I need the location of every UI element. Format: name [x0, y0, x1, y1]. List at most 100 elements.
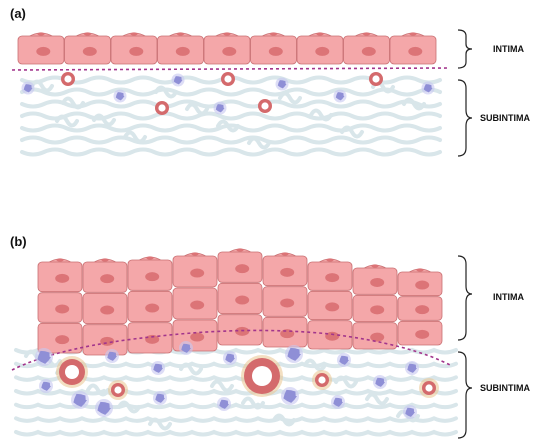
fiber-strand — [20, 87, 442, 97]
intima-cell-layer-a — [17, 32, 437, 65]
synovial-cell — [307, 320, 353, 350]
fiber-strand — [14, 416, 458, 423]
synovial-cell — [397, 296, 443, 321]
subintima-brace-b — [457, 351, 473, 439]
intima-brace-a — [457, 29, 473, 69]
fiber-loop — [309, 108, 333, 122]
panel-b: (b) INTIMA SUBINTIMA — [10, 234, 530, 439]
fiber-loop — [30, 79, 54, 93]
cell-nucleus — [315, 46, 330, 56]
leukocyte-icon — [405, 361, 419, 375]
fiber-loop — [185, 102, 209, 116]
fiber-loop — [179, 362, 203, 376]
vessel-lumen — [372, 75, 380, 83]
leukocyte-icon — [403, 405, 417, 419]
synovial-cell — [307, 290, 353, 321]
vessel-icon — [369, 72, 383, 86]
cell-nucleus — [190, 268, 205, 278]
leukocyte-body — [153, 363, 163, 373]
cell-nucleus — [361, 46, 376, 56]
fiber-loop — [117, 400, 141, 414]
leukocyte-icon — [21, 81, 35, 95]
synovial-cell — [64, 32, 111, 65]
fiber-strand — [20, 99, 442, 109]
cell-nucleus — [235, 295, 250, 305]
synovial-cell — [157, 32, 204, 65]
fiber-loop — [86, 383, 110, 397]
vessel-lumen — [64, 75, 72, 83]
subintima-brace-a — [457, 79, 473, 157]
fiber-loop — [148, 417, 172, 431]
fiber-strand — [14, 402, 458, 410]
cell-nucleus — [415, 280, 430, 290]
synovial-cell — [343, 32, 390, 65]
leukocyte-body — [107, 351, 117, 361]
synovial-cell — [82, 324, 128, 356]
leukocyte-icon — [171, 73, 185, 87]
cell-nucleus — [145, 303, 160, 313]
leukocyte-body — [173, 76, 183, 85]
vessel-lumen — [114, 386, 122, 394]
leukocyte-icon — [223, 351, 237, 365]
vessel-icon — [258, 99, 272, 113]
synovial-cell — [127, 322, 173, 354]
apex-nucleus — [146, 256, 154, 260]
vessel-icon — [241, 355, 283, 397]
cell-nucleus — [325, 273, 340, 283]
cell-nucleus — [280, 267, 295, 277]
fiber-strand — [20, 111, 442, 121]
leukocytes-b — [35, 341, 419, 419]
vessels-b — [56, 355, 439, 400]
panel-a-label: (a) — [10, 6, 26, 21]
leukocyte-icon — [71, 391, 89, 409]
basement-membrane-a — [11, 67, 449, 71]
synovial-cell — [82, 258, 128, 293]
fiber-strand — [20, 123, 442, 133]
intima-label-b: INTIMA — [493, 292, 524, 302]
leukocyte-icon — [331, 395, 345, 409]
synovial-cell — [110, 32, 158, 65]
cell-nucleus — [370, 305, 385, 315]
cell-nucleus — [415, 305, 430, 315]
leukocyte-icon — [39, 379, 53, 393]
leukocyte-icon — [217, 397, 231, 411]
synovial-cell — [217, 282, 263, 315]
synovial-cell — [262, 252, 308, 287]
synovial-cell — [127, 256, 173, 291]
vessel-lumen — [158, 104, 166, 112]
synovial-cell — [262, 286, 308, 317]
synovial-cell — [203, 32, 251, 65]
fiber-strand — [14, 388, 458, 396]
fiber-loop — [272, 413, 296, 427]
leukocyte-body — [181, 343, 191, 353]
fiber-loop — [303, 358, 327, 372]
vessel-icon — [221, 72, 235, 86]
leukocyte-icon — [213, 101, 227, 115]
leukocyte-body — [333, 397, 343, 407]
apex-nucleus — [371, 264, 379, 268]
cell-nucleus — [370, 277, 385, 287]
leukocyte-body — [37, 350, 51, 364]
synovial-cell — [389, 32, 437, 65]
vessel-icon — [61, 72, 75, 86]
apex-nucleus — [281, 252, 289, 256]
intima-brace-b — [457, 255, 473, 341]
leukocytes-a — [21, 73, 435, 115]
leukocyte-body — [407, 363, 417, 373]
fiber-loop — [92, 113, 116, 127]
synovial-cell — [296, 32, 344, 65]
synovial-cell — [127, 290, 173, 323]
apex-nucleus — [316, 32, 324, 36]
leukocyte-body — [375, 377, 385, 387]
vessel-lumen — [261, 102, 269, 110]
fiber-loop — [365, 392, 389, 406]
synovial-cell — [217, 248, 263, 283]
synovial-cell — [82, 292, 128, 325]
leukocyte-icon — [95, 399, 113, 417]
vessel-lumen — [252, 366, 272, 386]
synovial-cell — [352, 294, 398, 323]
synovial-cell — [250, 32, 297, 65]
fiber-loop — [241, 396, 265, 410]
leukocyte-icon — [275, 77, 289, 91]
